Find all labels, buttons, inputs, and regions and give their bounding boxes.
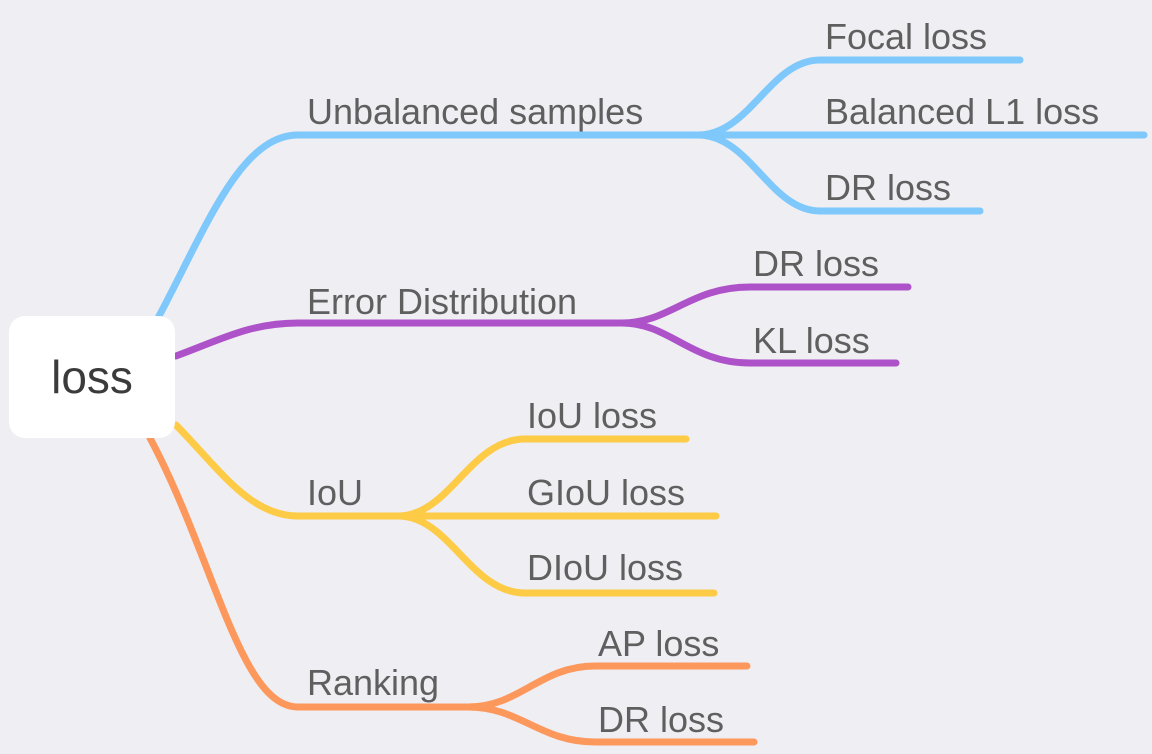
link-iou-diou-loss [394,512,718,597]
link-unbalanced-dr-loss [694,131,984,215]
leaf-giou-loss[interactable]: GIoU loss [527,472,686,513]
leaf-kl-loss[interactable]: KL loss [753,320,870,361]
link-root-iou [172,421,402,520]
link-error-kl-loss [618,319,900,367]
link-iou-iou-loss [394,435,690,520]
link-root-error-distribution [172,319,626,360]
link-ranking-ap-loss [464,662,751,711]
leaf-diou-loss[interactable]: DIoU loss [527,547,684,588]
root-label: loss [51,351,133,403]
leaf-ap-loss[interactable]: AP loss [598,623,720,664]
root-node[interactable]: loss [9,316,175,438]
link-root-ranking [146,434,472,711]
link-error-dr-loss [618,283,912,327]
link-root-unbalanced-samples [154,131,702,322]
leaf-balanced-l1-loss[interactable]: Balanced L1 loss [825,91,1100,132]
branch-ranking[interactable]: Ranking [307,662,440,703]
branch-error-distribution[interactable]: Error Distribution [307,281,578,322]
link-ranking-dr-loss [464,703,758,746]
branch-unbalanced-samples[interactable]: Unbalanced samples [307,91,644,132]
link-unbalanced-focal-loss [694,56,1024,139]
leaf-dr-loss-unbalanced[interactable]: DR loss [825,167,952,208]
leaf-iou-loss[interactable]: IoU loss [527,395,658,436]
leaf-dr-loss-ranking[interactable]: DR loss [598,699,725,740]
leaf-dr-loss-error[interactable]: DR loss [753,243,880,284]
branch-iou[interactable]: IoU [307,472,364,513]
leaf-focal-loss[interactable]: Focal loss [825,16,988,57]
